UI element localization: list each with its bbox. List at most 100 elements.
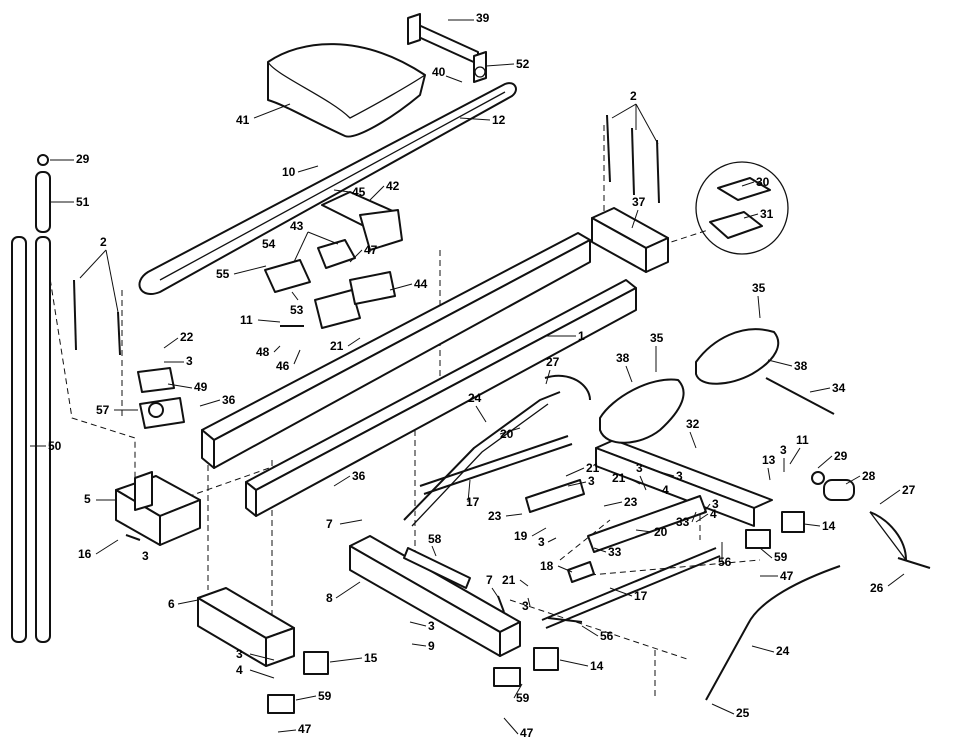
part-roller-carriage (264, 191, 403, 329)
part-rowing-arms (403, 374, 591, 527)
part-callout-24: 24 (468, 391, 482, 405)
part-callout-56: 56 (718, 555, 732, 569)
callout-leader (513, 683, 523, 699)
part-callout-10: 10 (282, 165, 296, 179)
part-callout-37: 37 (632, 195, 646, 209)
callout-leader (491, 587, 501, 601)
callout-leader (603, 501, 623, 507)
callout-leader (335, 581, 361, 599)
part-callout-47: 47 (298, 722, 312, 736)
part-callout-11: 11 (240, 313, 253, 327)
callout-leader (485, 63, 515, 67)
callout-leader (567, 481, 587, 487)
part-callout-53: 53 (290, 303, 304, 317)
callout-leader (411, 643, 427, 647)
callout-leader (547, 537, 557, 543)
callout-leader (253, 103, 291, 119)
part-callout-5: 5 (84, 492, 91, 506)
callout-leader (611, 103, 637, 119)
part-callout-26: 26 (870, 581, 884, 595)
part-callout-47: 47 (780, 569, 794, 583)
part-callout-2: 2 (630, 89, 637, 103)
part-callout-39: 39 (476, 11, 490, 25)
callout-leader (329, 657, 363, 663)
part-callout-56: 56 (600, 629, 614, 643)
callout-leader (369, 185, 385, 201)
part-callout-16: 16 (78, 547, 92, 561)
part-callout-12: 12 (492, 113, 506, 127)
callout-leader (631, 209, 639, 229)
callout-leader (789, 447, 801, 465)
part-callout-24: 24 (776, 644, 790, 658)
part-callout-23: 23 (488, 509, 502, 523)
part-callout-29: 29 (834, 449, 848, 463)
part-callout-17: 17 (466, 495, 480, 509)
part-callout-3: 3 (780, 443, 787, 457)
callout-leader (565, 467, 585, 477)
part-seat-cushion (267, 43, 426, 138)
part-callout-3: 3 (142, 549, 149, 563)
part-callout-44: 44 (414, 277, 428, 291)
part-callout-3: 3 (522, 599, 529, 613)
part-callout-9: 9 (428, 639, 435, 653)
part-callout-4: 4 (662, 483, 669, 497)
part-callout-47: 47 (364, 243, 378, 257)
callout-leader (445, 75, 463, 83)
part-callout-3: 3 (636, 461, 643, 475)
part-callout-20: 20 (654, 525, 668, 539)
callout-leader (609, 587, 633, 597)
part-callout-4: 4 (236, 663, 243, 677)
part-callout-17: 17 (634, 589, 648, 603)
callout-leader (475, 405, 487, 423)
part-callout-29: 29 (76, 152, 90, 166)
callout-leader (277, 729, 297, 733)
callout-leader (751, 645, 775, 653)
part-callout-2: 2 (100, 235, 107, 249)
part-main-rail (201, 232, 637, 517)
part-callout-42: 42 (386, 179, 400, 193)
callout-leader (297, 165, 319, 173)
part-callout-3: 3 (588, 474, 595, 488)
callout-leader (503, 717, 519, 735)
part-callout-7: 7 (486, 573, 493, 587)
part-callout-3: 3 (428, 619, 435, 633)
callout-leader (817, 455, 833, 469)
part-callout-38: 38 (794, 359, 808, 373)
callout-leader (757, 295, 761, 319)
part-callout-50: 50 (48, 439, 62, 453)
part-hardware-rods (125, 325, 835, 623)
part-callout-3: 3 (236, 647, 243, 661)
callout-leader (307, 231, 339, 245)
part-callout-48: 48 (256, 345, 270, 359)
callout-leader (295, 695, 317, 701)
callout-leader (249, 653, 275, 661)
callout-leader (467, 479, 471, 503)
part-callout-21: 21 (586, 461, 600, 475)
part-detail-inset (695, 161, 789, 255)
callout-leader (293, 231, 309, 263)
callout-leader (389, 283, 413, 291)
part-rear-foot-tube (197, 587, 329, 714)
part-callout-13: 13 (762, 453, 776, 467)
part-callout-32: 32 (686, 417, 700, 431)
part-callout-22: 22 (180, 330, 194, 344)
part-callout-3: 3 (186, 354, 193, 368)
part-callout-30: 30 (756, 175, 770, 189)
part-callout-41: 41 (236, 113, 250, 127)
part-seat-bracket (407, 13, 487, 83)
callout-leader (767, 467, 771, 481)
part-callout-49: 49 (194, 380, 208, 394)
part-pins-front (606, 114, 660, 204)
callout-leader (431, 545, 437, 557)
callout-leader (659, 471, 675, 477)
callout-leader (545, 369, 551, 385)
part-callout-27: 27 (546, 355, 560, 369)
part-callout-52: 52 (516, 57, 530, 71)
part-callout-51: 51 (76, 195, 90, 209)
part-callout-55: 55 (216, 267, 230, 281)
callout-leader (233, 265, 267, 275)
part-callout-35: 35 (752, 281, 766, 295)
callout-leader (635, 529, 653, 533)
callout-leader (557, 565, 573, 573)
callout-leader (347, 337, 361, 347)
